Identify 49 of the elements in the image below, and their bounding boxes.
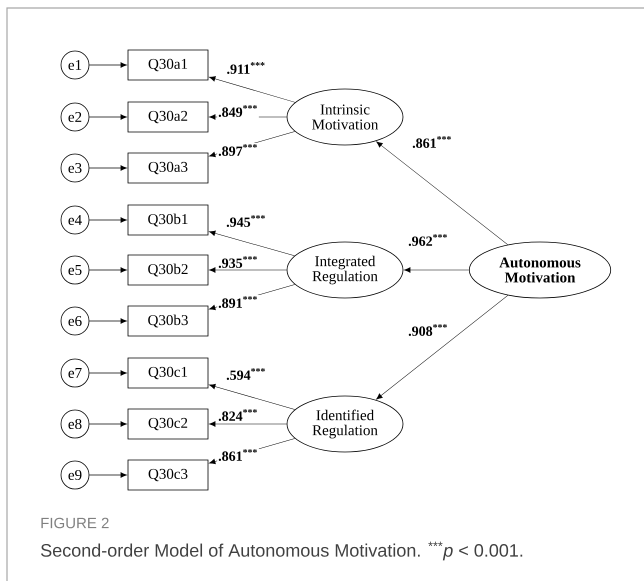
arrow — [89, 165, 127, 171]
edge-label: .824$^{***}$ — [217, 408, 259, 422]
arrow — [89, 62, 127, 68]
circle-node: e9 — [60, 460, 90, 490]
item-box: Q30b1 — [128, 204, 208, 236]
item-box: Q30a2 — [128, 102, 208, 132]
circle-node: e8 — [60, 410, 90, 438]
circle-node: e4 — [60, 206, 90, 234]
arrow — [209, 230, 295, 256]
arrow — [89, 472, 127, 478]
circle-node: e2 — [60, 102, 90, 132]
arrow — [404, 267, 470, 273]
edge-label: .594$^{***}$ — [225, 367, 267, 381]
edge-label: .849$^{***}$ — [217, 104, 259, 118]
edge-label: .861$^{***}$ — [217, 448, 259, 462]
arrow — [89, 217, 127, 223]
arrow — [209, 421, 287, 427]
arrow — [209, 267, 287, 273]
caption: Second-order Model of Autonomous Motivation. $^{***}$p < 0.001. — [41, 542, 522, 560]
arrow — [89, 114, 127, 120]
circle-node: e3 — [60, 154, 90, 182]
circle-node: e7 — [60, 358, 90, 388]
arrow — [209, 384, 296, 410]
edge-label: .861$^{***}$ — [411, 135, 453, 149]
item-box: Q30c1 — [128, 358, 208, 388]
arrow — [89, 421, 127, 427]
edge-label: .908$^{***}$ — [407, 323, 449, 337]
circle-node: e6 — [60, 306, 90, 336]
item-box: Q30a1 — [128, 50, 208, 80]
edge-label: .897$^{***}$ — [217, 143, 259, 157]
edge-label: .891$^{***}$ — [217, 295, 259, 309]
item-box: Q30b3 — [128, 306, 208, 336]
arrow — [89, 267, 127, 273]
arrow — [89, 318, 127, 324]
item-box: Q30c2 — [128, 408, 208, 440]
arrow — [209, 76, 296, 103]
circle-node: e1 — [60, 50, 90, 80]
item-box: Q30a3 — [128, 152, 208, 184]
arrow — [376, 295, 508, 400]
edge-label: .911$^{***}$ — [226, 61, 266, 75]
item-box: Q30b2 — [128, 254, 208, 286]
edge-label: .945$^{***}$ — [225, 214, 267, 228]
circle-node: e5 — [60, 256, 90, 284]
arrow — [376, 141, 508, 245]
edge-label: .962$^{***}$ — [407, 233, 449, 247]
figure-label: FIGURE 2 — [41, 518, 109, 528]
edge-label: .935$^{***}$ — [217, 255, 259, 269]
arrow — [89, 370, 127, 376]
item-box: Q30c3 — [128, 460, 208, 490]
